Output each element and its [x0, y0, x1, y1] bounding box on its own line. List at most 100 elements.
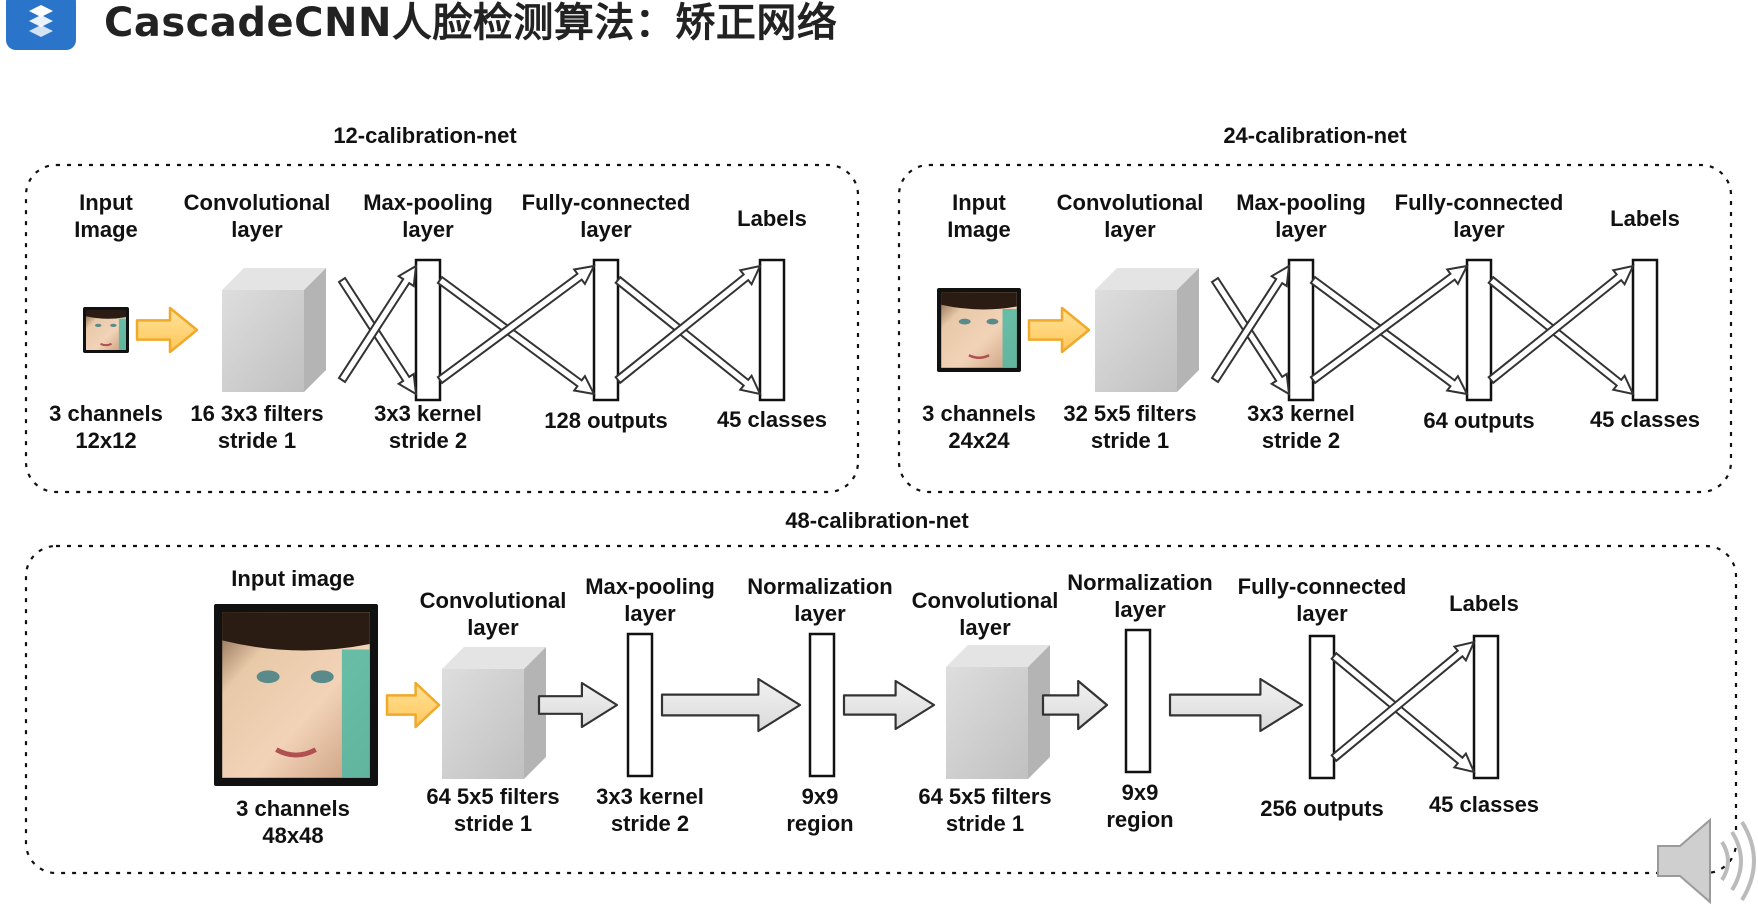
connection-arrow	[436, 275, 596, 396]
net12-cross-conv-pool	[337, 264, 418, 396]
connection-arrow	[1330, 640, 1476, 763]
cube-top	[1095, 268, 1199, 290]
net24-cross-conv-pool-up	[1210, 264, 1291, 384]
net48-arrow-conv2-norm2	[1041, 679, 1109, 731]
connection-arrow	[1330, 651, 1476, 774]
net48-cross-fc-labels-down	[1330, 651, 1476, 774]
connection-arrow	[1309, 264, 1469, 385]
connection-arrow	[337, 264, 418, 384]
net24-footer-4: 45 classes	[1590, 407, 1700, 432]
net12-footer-4: 45 classes	[717, 407, 827, 432]
net48-norm1-layer	[808, 632, 836, 778]
face-background	[118, 318, 126, 350]
cube-front	[1095, 290, 1177, 392]
cube-side	[524, 647, 546, 779]
net12-labels-layer	[758, 258, 786, 402]
net48-arrow-norm2-fc	[1168, 677, 1304, 733]
net48-arrow-norm1-conv2	[842, 679, 936, 731]
net48-arrow-pool-norm1	[660, 677, 802, 733]
connection-arrow	[1210, 264, 1291, 384]
net12-frame	[24, 163, 860, 494]
net12-fc-layer	[592, 258, 620, 402]
net12-input-arrow	[135, 306, 199, 354]
net24-cross-fc-labels	[1487, 264, 1635, 396]
net24-cross-pool-fc-up	[1309, 264, 1469, 385]
face-eye-right	[310, 670, 334, 684]
net24-input-arrow	[1027, 306, 1091, 354]
net48-header-7: Labels	[1449, 591, 1519, 616]
net48-pool-layer	[626, 632, 654, 778]
cube-front	[222, 290, 304, 392]
net24-conv-cube	[1095, 268, 1199, 392]
net12-input-image	[83, 307, 129, 353]
net48-frame	[24, 544, 1738, 875]
face-hair	[86, 310, 126, 319]
net12-title: 12-calibration-net	[333, 123, 517, 148]
cube-top	[442, 647, 546, 669]
connection-arrow	[1487, 275, 1635, 396]
net12-pool-layer	[414, 258, 442, 402]
net48-input-arrow	[385, 681, 441, 729]
face-hair	[941, 292, 1017, 310]
net12-cross-fc-labels	[614, 264, 762, 396]
net12-cross-pool-fc	[436, 264, 596, 396]
face-background	[1002, 309, 1017, 368]
net12-cross-conv-pool-up	[337, 264, 418, 384]
net12-cross-fc-labels-up	[614, 264, 762, 385]
connection-arrow	[436, 264, 596, 385]
connection-arrow	[1309, 275, 1469, 396]
net48-cross-fc-labels-up	[1330, 640, 1476, 763]
net48-labels-layer	[1472, 634, 1500, 780]
net12-cross-pool-fc-up	[436, 264, 596, 385]
net48-header-0: Input image	[231, 566, 354, 591]
net24-cross-fc-labels-up	[1487, 264, 1635, 385]
net48-conv1-cube	[442, 647, 546, 779]
net24-footer-3: 64 outputs	[1423, 408, 1534, 433]
net24-frame	[897, 163, 1733, 494]
connection-arrow	[614, 275, 762, 396]
net24-cross-pool-fc	[1309, 264, 1469, 396]
net24-fc-layer	[1465, 258, 1493, 402]
cube-front	[946, 667, 1028, 779]
net24-title: 24-calibration-net	[1223, 123, 1407, 148]
net12-cross-pool-fc-down	[436, 275, 596, 396]
face-mouth	[968, 354, 990, 359]
face-background	[341, 649, 370, 778]
net24-cross-conv-pool	[1210, 264, 1291, 396]
net24-cross-conv-pool-down	[1210, 276, 1291, 396]
net48-footer-6: 256 outputs	[1260, 796, 1383, 821]
face-eye-right	[986, 318, 999, 325]
net12-footer-3: 128 outputs	[544, 408, 667, 433]
cube-side	[1028, 645, 1050, 779]
net24-cross-fc-labels-down	[1487, 275, 1635, 396]
net24-input-image	[937, 288, 1021, 372]
slide-title: CascadeCNN人脸检测算法：矫正网络	[104, 0, 838, 46]
net48-footer-7: 45 classes	[1429, 792, 1539, 817]
speaker-icon[interactable]	[1648, 806, 1758, 906]
net12-header-4: Labels	[737, 206, 807, 231]
face-eye-left	[958, 318, 971, 325]
connection-arrow	[337, 276, 418, 396]
connection-arrow	[1210, 276, 1291, 396]
face-mouth	[275, 747, 317, 758]
